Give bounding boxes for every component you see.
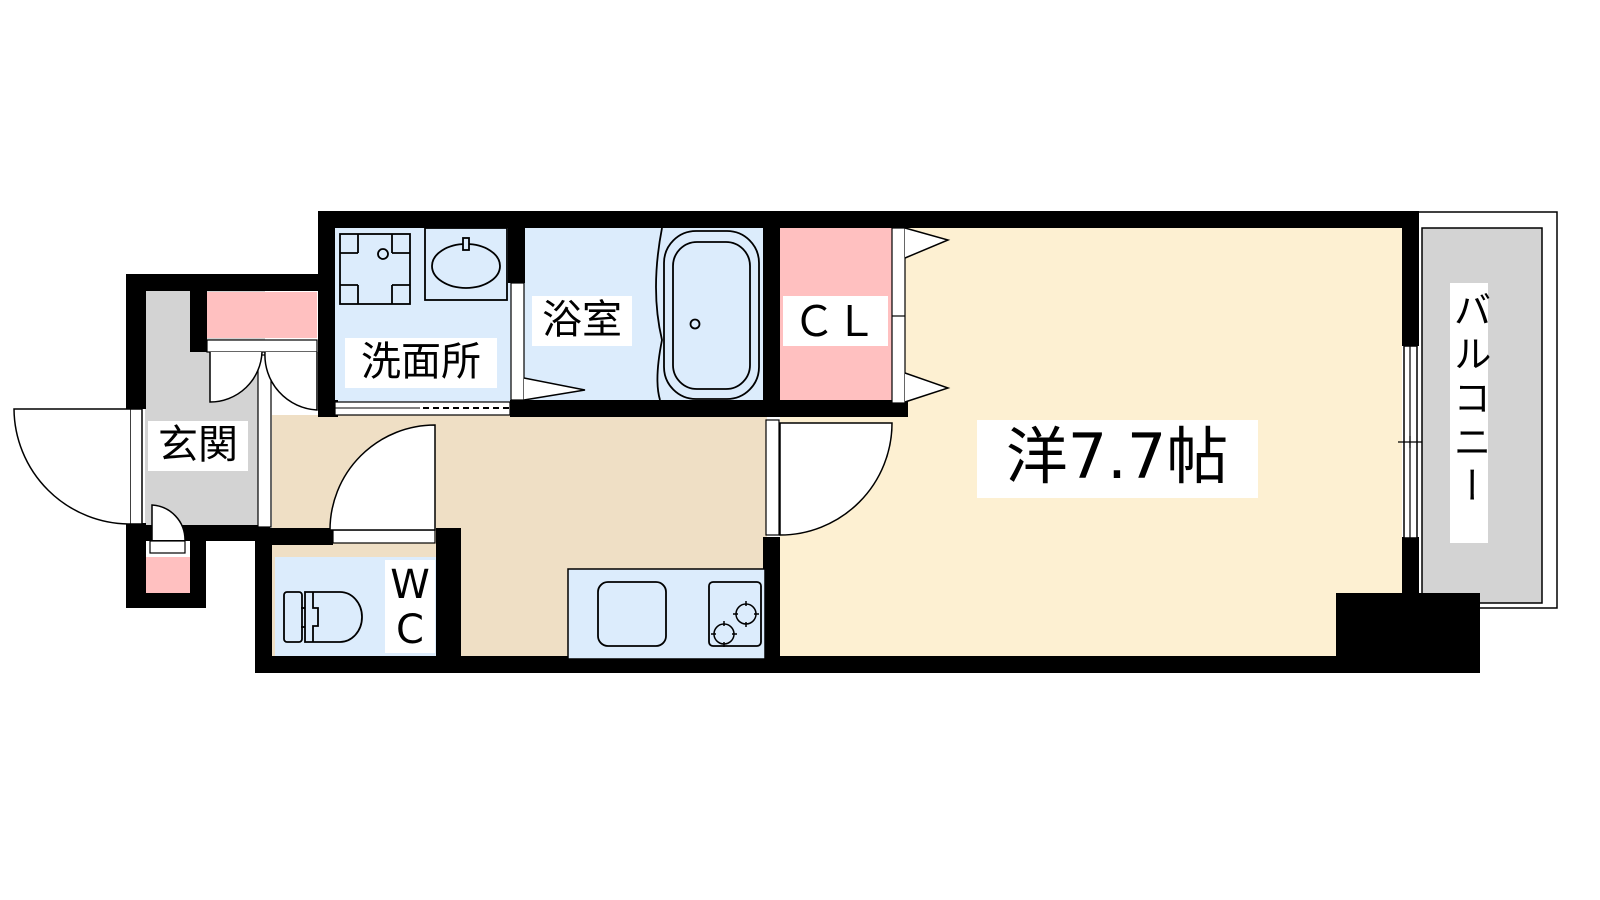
balcony-window (1398, 345, 1422, 539)
corridor-frame (257, 354, 272, 528)
stove-icon (708, 581, 762, 647)
closet-label: ＣＬ (793, 297, 877, 346)
sink-icon (424, 227, 508, 301)
western-room-label: 洋7.7帖 (1006, 420, 1229, 493)
toilet-door-frame (332, 529, 436, 544)
entrance-label: 玄関 (158, 422, 238, 468)
washroom-sliding-door[interactable] (334, 401, 511, 416)
label-balcony: バルコニー (1447, 283, 1491, 543)
toilet-label-w: W (390, 562, 430, 608)
label-closet: ＣＬ (783, 296, 888, 346)
bathroom-folding-door[interactable] (523, 377, 586, 401)
walls (126, 211, 1480, 673)
shoe-closet-top (205, 292, 317, 338)
label-washroom: 洗面所 (345, 338, 497, 388)
kitchen-counter (567, 568, 766, 660)
bathtub-icon (655, 227, 760, 401)
bathroom-label: 浴室 (542, 297, 622, 343)
shoe-closet-double-door[interactable] (209, 351, 318, 411)
toilet-label-c: C (396, 607, 424, 653)
toilet-door[interactable] (329, 424, 436, 531)
room-door[interactable] (779, 422, 893, 536)
shoe-closet-bottom (145, 557, 190, 597)
shoe-closet-frame (206, 339, 318, 353)
shoe-closet-small-door[interactable] (151, 504, 186, 541)
entrance-door[interactable] (13, 408, 131, 525)
kitchen-sink-icon (597, 581, 667, 647)
label-toilet: W C (385, 560, 435, 653)
room-door-frame (765, 419, 780, 536)
washing-machine-icon (339, 233, 411, 305)
washroom-label: 洗面所 (361, 339, 481, 385)
label-western-room: 洋7.7帖 (977, 420, 1258, 498)
balcony-label: バルコニー (1447, 290, 1491, 510)
entrance-door-frame (129, 408, 143, 525)
toilet-icon (283, 591, 363, 643)
bathroom-door-frame (510, 282, 525, 401)
label-bathroom: 浴室 (532, 296, 632, 346)
closet-folding-doors[interactable] (904, 227, 951, 403)
label-entrance: 玄関 (148, 421, 248, 471)
shoe-closet-bottom-frame (149, 540, 186, 554)
